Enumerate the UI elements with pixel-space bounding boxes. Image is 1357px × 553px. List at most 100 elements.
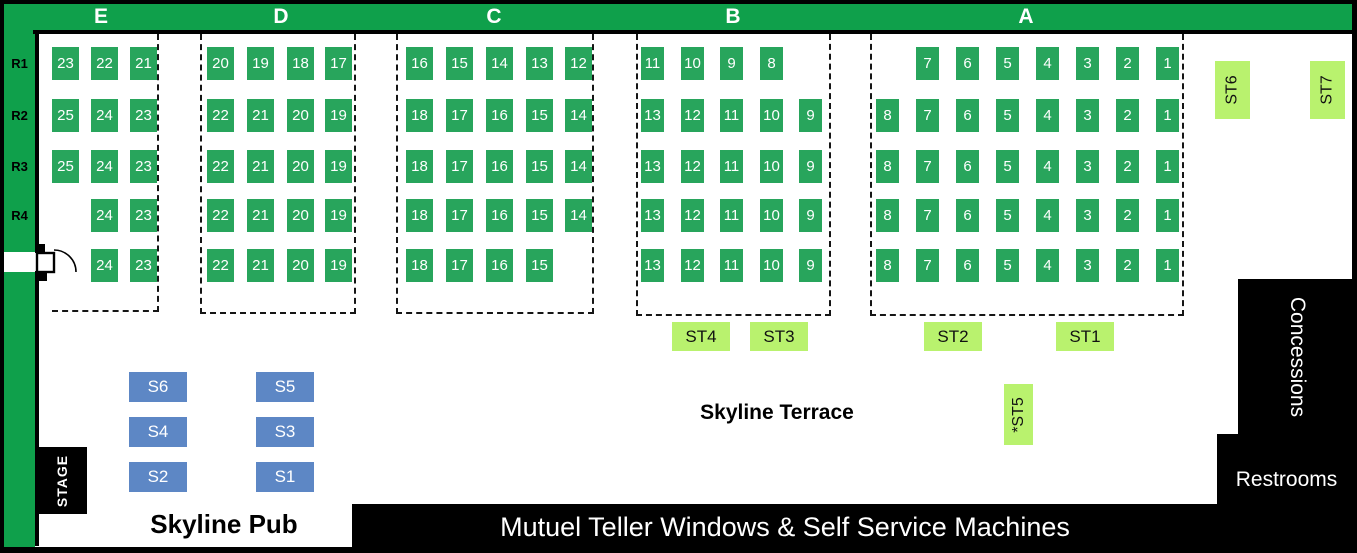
seat-B-r3-12[interactable]: 12 [681, 150, 704, 183]
pub-table-S4[interactable]: S4 [129, 417, 187, 447]
seat-C-r5-17[interactable]: 17 [446, 249, 473, 282]
seat-B-r1-10[interactable]: 10 [681, 47, 704, 80]
seat-B-r4-12[interactable]: 12 [681, 199, 704, 232]
seat-D-r2-20[interactable]: 20 [287, 99, 314, 132]
seat-C-r1-14[interactable]: 14 [486, 47, 513, 80]
seat-A-r1-5[interactable]: 5 [996, 47, 1019, 80]
seat-A-r4-4[interactable]: 4 [1036, 199, 1059, 232]
seat-B-r1-9[interactable]: 9 [720, 47, 743, 80]
seat-C-r3-17[interactable]: 17 [446, 150, 473, 183]
seat-B-r3-10[interactable]: 10 [760, 150, 783, 183]
seat-D-r5-22[interactable]: 22 [207, 249, 234, 282]
seat-D-r4-19[interactable]: 19 [325, 199, 352, 232]
seat-B-r2-11[interactable]: 11 [720, 99, 743, 132]
seat-A-r1-2[interactable]: 2 [1116, 47, 1139, 80]
seat-D-r4-21[interactable]: 21 [247, 199, 274, 232]
seat-D-r3-21[interactable]: 21 [247, 150, 274, 183]
seat-C-r4-17[interactable]: 17 [446, 199, 473, 232]
seat-C-r3-18[interactable]: 18 [406, 150, 433, 183]
seat-A-r3-1[interactable]: 1 [1156, 150, 1179, 183]
seat-C-r2-18[interactable]: 18 [406, 99, 433, 132]
seat-A-r3-8[interactable]: 8 [876, 150, 899, 183]
seat-A-r5-3[interactable]: 3 [1076, 249, 1099, 282]
seat-C-r1-12[interactable]: 12 [565, 47, 592, 80]
seat-E-r2-23[interactable]: 23 [130, 99, 157, 132]
seat-A-r3-6[interactable]: 6 [956, 150, 979, 183]
seat-E-r3-24[interactable]: 24 [91, 150, 118, 183]
seat-B-r5-13[interactable]: 13 [641, 249, 664, 282]
seat-E-r2-24[interactable]: 24 [91, 99, 118, 132]
seat-C-r5-16[interactable]: 16 [486, 249, 513, 282]
seat-A-r1-1[interactable]: 1 [1156, 47, 1179, 80]
seat-C-r3-14[interactable]: 14 [565, 150, 592, 183]
seat-D-r1-18[interactable]: 18 [287, 47, 314, 80]
seat-C-r1-15[interactable]: 15 [446, 47, 473, 80]
seat-A-r5-1[interactable]: 1 [1156, 249, 1179, 282]
seat-A-r3-3[interactable]: 3 [1076, 150, 1099, 183]
seat-D-r1-20[interactable]: 20 [207, 47, 234, 80]
seat-D-r4-20[interactable]: 20 [287, 199, 314, 232]
pub-table-S3[interactable]: S3 [256, 417, 314, 447]
seat-D-r2-22[interactable]: 22 [207, 99, 234, 132]
seat-C-r4-14[interactable]: 14 [565, 199, 592, 232]
seat-C-r4-18[interactable]: 18 [406, 199, 433, 232]
seat-E-r3-25[interactable]: 25 [52, 150, 79, 183]
seat-A-r4-6[interactable]: 6 [956, 199, 979, 232]
seat-A-r3-7[interactable]: 7 [916, 150, 939, 183]
seat-B-r3-9[interactable]: 9 [799, 150, 822, 183]
seat-E-r4-23[interactable]: 23 [130, 199, 157, 232]
seat-B-r5-10[interactable]: 10 [760, 249, 783, 282]
pub-table-S6[interactable]: S6 [129, 372, 187, 402]
seat-D-r3-20[interactable]: 20 [287, 150, 314, 183]
pub-table-S2[interactable]: S2 [129, 462, 187, 492]
seat-B-r2-13[interactable]: 13 [641, 99, 664, 132]
seat-A-r2-1[interactable]: 1 [1156, 99, 1179, 132]
pub-table-S5[interactable]: S5 [256, 372, 314, 402]
seat-B-r2-9[interactable]: 9 [799, 99, 822, 132]
seat-A-r3-4[interactable]: 4 [1036, 150, 1059, 183]
seat-A-r2-8[interactable]: 8 [876, 99, 899, 132]
seat-E-r1-22[interactable]: 22 [91, 47, 118, 80]
seat-A-r4-1[interactable]: 1 [1156, 199, 1179, 232]
seat-C-r3-16[interactable]: 16 [486, 150, 513, 183]
seat-D-r5-19[interactable]: 19 [325, 249, 352, 282]
seat-A-r4-5[interactable]: 5 [996, 199, 1019, 232]
seat-C-r2-15[interactable]: 15 [526, 99, 553, 132]
seat-C-r2-14[interactable]: 14 [565, 99, 592, 132]
seat-D-r1-17[interactable]: 17 [325, 47, 352, 80]
seat-C-r5-18[interactable]: 18 [406, 249, 433, 282]
seat-A-r5-2[interactable]: 2 [1116, 249, 1139, 282]
seat-A-r2-6[interactable]: 6 [956, 99, 979, 132]
seat-A-r2-4[interactable]: 4 [1036, 99, 1059, 132]
seat-C-r3-15[interactable]: 15 [526, 150, 553, 183]
seat-A-r2-5[interactable]: 5 [996, 99, 1019, 132]
seat-A-r1-4[interactable]: 4 [1036, 47, 1059, 80]
seat-E-r3-23[interactable]: 23 [130, 150, 157, 183]
seat-A-r4-8[interactable]: 8 [876, 199, 899, 232]
seat-C-r2-16[interactable]: 16 [486, 99, 513, 132]
seat-B-r4-13[interactable]: 13 [641, 199, 664, 232]
seat-B-r2-12[interactable]: 12 [681, 99, 704, 132]
seat-D-r2-19[interactable]: 19 [325, 99, 352, 132]
seat-A-r4-7[interactable]: 7 [916, 199, 939, 232]
seat-D-r5-21[interactable]: 21 [247, 249, 274, 282]
seat-C-r1-16[interactable]: 16 [406, 47, 433, 80]
seat-A-r5-4[interactable]: 4 [1036, 249, 1059, 282]
seat-A-r2-2[interactable]: 2 [1116, 99, 1139, 132]
seat-B-r4-9[interactable]: 9 [799, 199, 822, 232]
seat-A-r4-2[interactable]: 2 [1116, 199, 1139, 232]
seat-A-r1-3[interactable]: 3 [1076, 47, 1099, 80]
seat-B-r3-11[interactable]: 11 [720, 150, 743, 183]
seat-B-r5-9[interactable]: 9 [799, 249, 822, 282]
pub-table-S1[interactable]: S1 [256, 462, 314, 492]
seat-E-r2-25[interactable]: 25 [52, 99, 79, 132]
seat-A-r5-8[interactable]: 8 [876, 249, 899, 282]
seat-A-r3-2[interactable]: 2 [1116, 150, 1139, 183]
seat-A-r5-6[interactable]: 6 [956, 249, 979, 282]
seat-C-r4-15[interactable]: 15 [526, 199, 553, 232]
seat-B-r3-13[interactable]: 13 [641, 150, 664, 183]
seat-B-r4-10[interactable]: 10 [760, 199, 783, 232]
seat-E-r1-23[interactable]: 23 [52, 47, 79, 80]
seat-A-r3-5[interactable]: 5 [996, 150, 1019, 183]
seat-A-r1-6[interactable]: 6 [956, 47, 979, 80]
